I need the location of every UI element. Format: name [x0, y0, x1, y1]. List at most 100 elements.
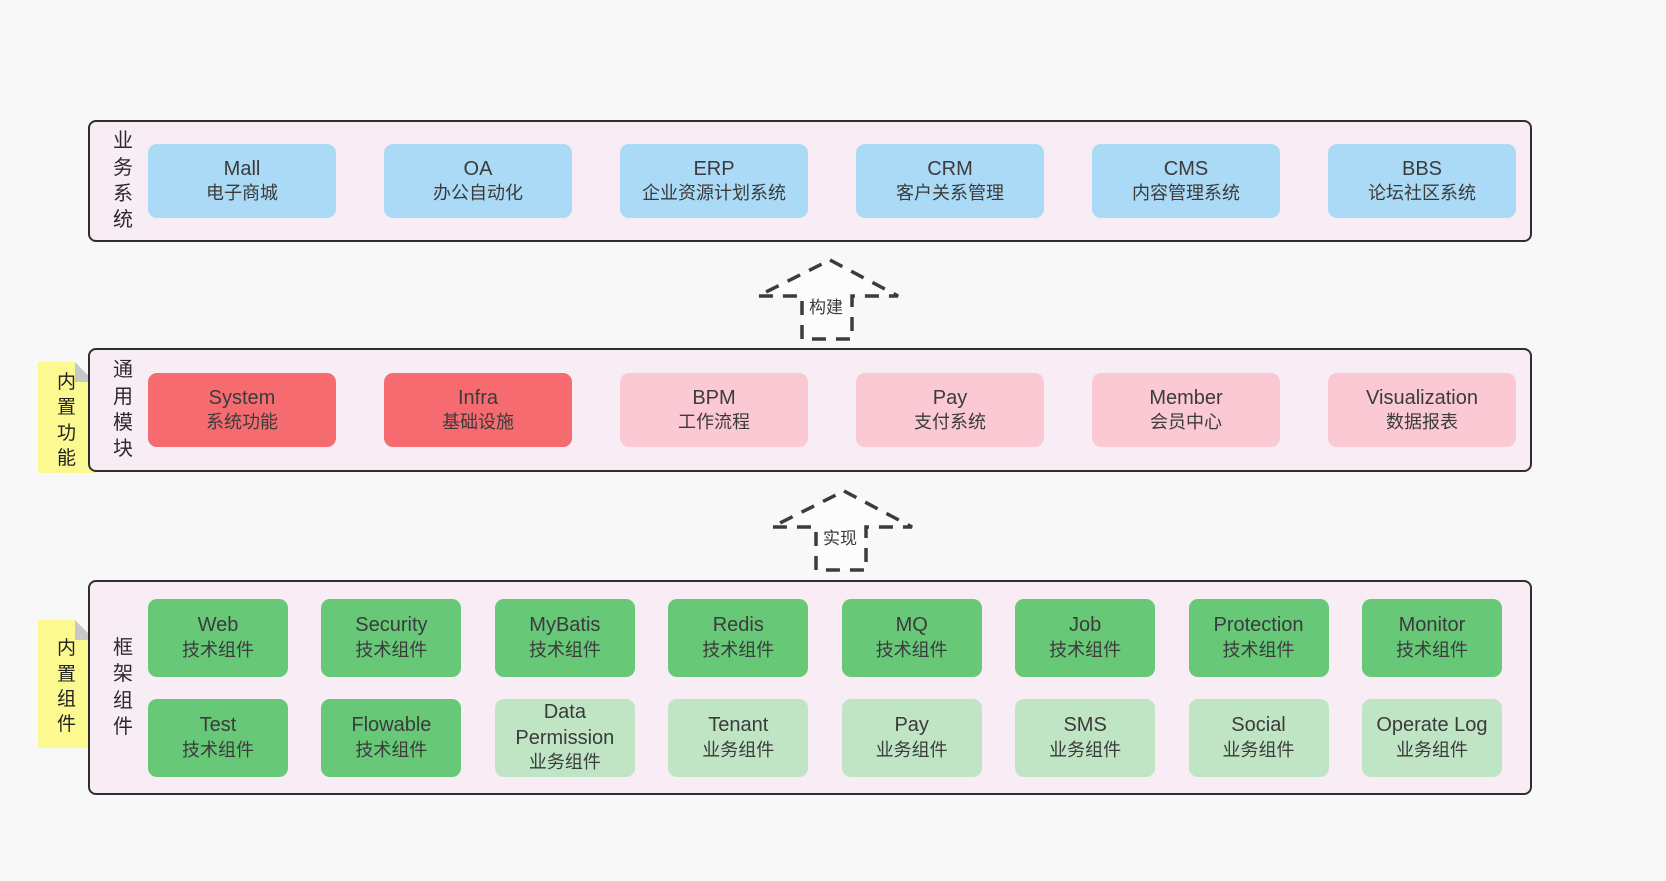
- box-data-permission: Data Permission 业务组件: [494, 698, 635, 777]
- section-framework-components: 框 架 组 件 Web 技术组件 Security 技术组件 MyBatis 技…: [88, 580, 1532, 795]
- box-subtitle: 技术组件: [355, 739, 428, 760]
- box-crm: CRM 客户关系管理: [856, 144, 1044, 218]
- sticky-note-built-in-features: 内 置 功 能: [38, 362, 95, 473]
- box-title: SMS: [1063, 714, 1107, 736]
- box-row: Web 技术组件 Security 技术组件 MyBatis 技术组件 Redi…: [148, 598, 1502, 677]
- box-row: Test 技术组件 Flowable 技术组件 Data Permission …: [148, 698, 1502, 777]
- box-title: Web: [197, 614, 239, 636]
- box-member: Member 会员中心: [1092, 373, 1280, 447]
- section-business-systems: 业 务 系 统 Mall 电子商城 OA 办公自动化 ERP 企业资源计划系统 …: [88, 120, 1532, 242]
- box-visualization: Visualization 数据报表: [1328, 373, 1516, 447]
- box-title: Test: [199, 714, 237, 736]
- box-tenant: Tenant 业务组件: [668, 698, 809, 777]
- box-subtitle: 技术组件: [1395, 639, 1468, 660]
- box-subtitle: 技术组件: [182, 639, 254, 660]
- box-subtitle: 工作流程: [678, 412, 750, 433]
- box-job: Job 技术组件: [1015, 598, 1156, 677]
- section-label: 通 用 模 块: [113, 359, 133, 461]
- box-subtitle: 技术组件: [875, 639, 948, 660]
- box-title: System: [208, 386, 276, 409]
- box-security: Security 技术组件: [321, 598, 462, 677]
- box-title: Visualization: [1366, 386, 1478, 409]
- arrow-implement: 实现: [766, 487, 914, 573]
- box-protection: Protection 技术组件: [1188, 598, 1329, 677]
- box-subtitle: 技术组件: [1222, 639, 1295, 660]
- box-subtitle: 业务组件: [1049, 739, 1122, 760]
- box-subtitle: 业务组件: [1222, 739, 1295, 760]
- arrow-label: 实现: [820, 523, 860, 550]
- box-mall: Mall 电子商城: [148, 144, 336, 218]
- box-erp: ERP 企业资源计划系统: [620, 144, 808, 218]
- box-title: OA: [463, 157, 493, 180]
- box-row: System 系统功能 Infra 基础设施 BPM 工作流程 Pay 支付系统…: [148, 373, 1516, 447]
- box-title: Protection: [1213, 614, 1304, 636]
- box-mq: MQ 技术组件: [841, 598, 982, 677]
- box-title: ERP: [693, 157, 735, 180]
- box-title: CRM: [927, 157, 973, 180]
- box-test: Test 技术组件: [148, 698, 288, 777]
- box-subtitle: 电子商城: [206, 183, 278, 204]
- box-subtitle: 办公自动化: [433, 183, 523, 204]
- box-subtitle: 支付系统: [914, 412, 986, 433]
- box-rows: Web 技术组件 Security 技术组件 MyBatis 技术组件 Redi…: [148, 598, 1502, 777]
- sticky-note-text: 内 置 功 能: [56, 371, 76, 469]
- box-subtitle: 技术组件: [182, 739, 254, 760]
- box-bbs: BBS 论坛社区系统: [1328, 144, 1516, 218]
- box-subtitle: 数据报表: [1386, 412, 1458, 433]
- box-subtitle: 技术组件: [528, 639, 601, 660]
- section-label: 框 架 组 件: [113, 636, 133, 738]
- box-infra: Infra 基础设施: [384, 373, 572, 447]
- box-flowable: Flowable 技术组件: [321, 698, 462, 777]
- box-subtitle: 企业资源计划系统: [642, 183, 786, 204]
- arrow-build: 构建: [752, 256, 900, 342]
- box-cms: CMS 内容管理系统: [1092, 144, 1280, 218]
- box-title: MyBatis: [529, 614, 601, 636]
- box-title: Mall: [223, 157, 261, 180]
- box-bpm: BPM 工作流程: [620, 373, 808, 447]
- box-title: BPM: [692, 386, 736, 409]
- box-title: Pay: [932, 386, 968, 409]
- box-subtitle: 业务组件: [528, 752, 601, 773]
- box-subtitle: 技术组件: [702, 639, 775, 660]
- box-title: Security: [355, 614, 428, 636]
- box-title: Data Permission: [515, 701, 615, 749]
- box-mybatis: MyBatis 技术组件: [494, 598, 635, 677]
- box-title: CMS: [1163, 157, 1209, 180]
- box-pay: Pay 支付系统: [856, 373, 1044, 447]
- box-web: Web 技术组件: [148, 598, 288, 677]
- sticky-note-built-in-components: 内 置 组 件: [38, 620, 95, 748]
- box-subtitle: 业务组件: [875, 739, 948, 760]
- box-subtitle: 技术组件: [355, 639, 428, 660]
- box-subtitle: 技术组件: [1049, 639, 1122, 660]
- box-title: Redis: [712, 614, 764, 636]
- box-title: Operate Log: [1376, 714, 1488, 736]
- box-subtitle: 业务组件: [1395, 739, 1468, 760]
- box-title: MQ: [895, 614, 928, 636]
- section-label: 业 务 系 统: [113, 130, 133, 232]
- box-title: Social: [1231, 714, 1286, 736]
- box-subtitle: 系统功能: [206, 412, 278, 433]
- box-title: Member: [1149, 386, 1223, 409]
- sticky-note-text: 内 置 组 件: [56, 638, 76, 736]
- box-subtitle: 会员中心: [1150, 412, 1222, 433]
- box-redis: Redis 技术组件: [668, 598, 809, 677]
- box-title: Pay: [894, 714, 929, 736]
- box-subtitle: 业务组件: [702, 739, 775, 760]
- box-title: Job: [1068, 614, 1102, 636]
- box-subtitle: 论坛社区系统: [1368, 183, 1476, 204]
- box-subtitle: 基础设施: [442, 412, 514, 433]
- box-oa: OA 办公自动化: [384, 144, 572, 218]
- box-title: Monitor: [1398, 614, 1466, 636]
- arrow-label: 构建: [806, 292, 846, 319]
- section-common-modules: 通 用 模 块 System 系统功能 Infra 基础设施 BPM 工作流程 …: [88, 348, 1532, 472]
- box-title: Flowable: [351, 714, 432, 736]
- box-title: Infra: [457, 386, 499, 409]
- box-sms: SMS 业务组件: [1015, 698, 1156, 777]
- box-monitor: Monitor 技术组件: [1361, 598, 1502, 677]
- box-system: System 系统功能: [148, 373, 336, 447]
- box-row: Mall 电子商城 OA 办公自动化 ERP 企业资源计划系统 CRM 客户关系…: [148, 144, 1516, 218]
- box-subtitle: 客户关系管理: [896, 183, 1004, 204]
- box-title: Tenant: [708, 714, 769, 736]
- box-title: BBS: [1401, 157, 1443, 180]
